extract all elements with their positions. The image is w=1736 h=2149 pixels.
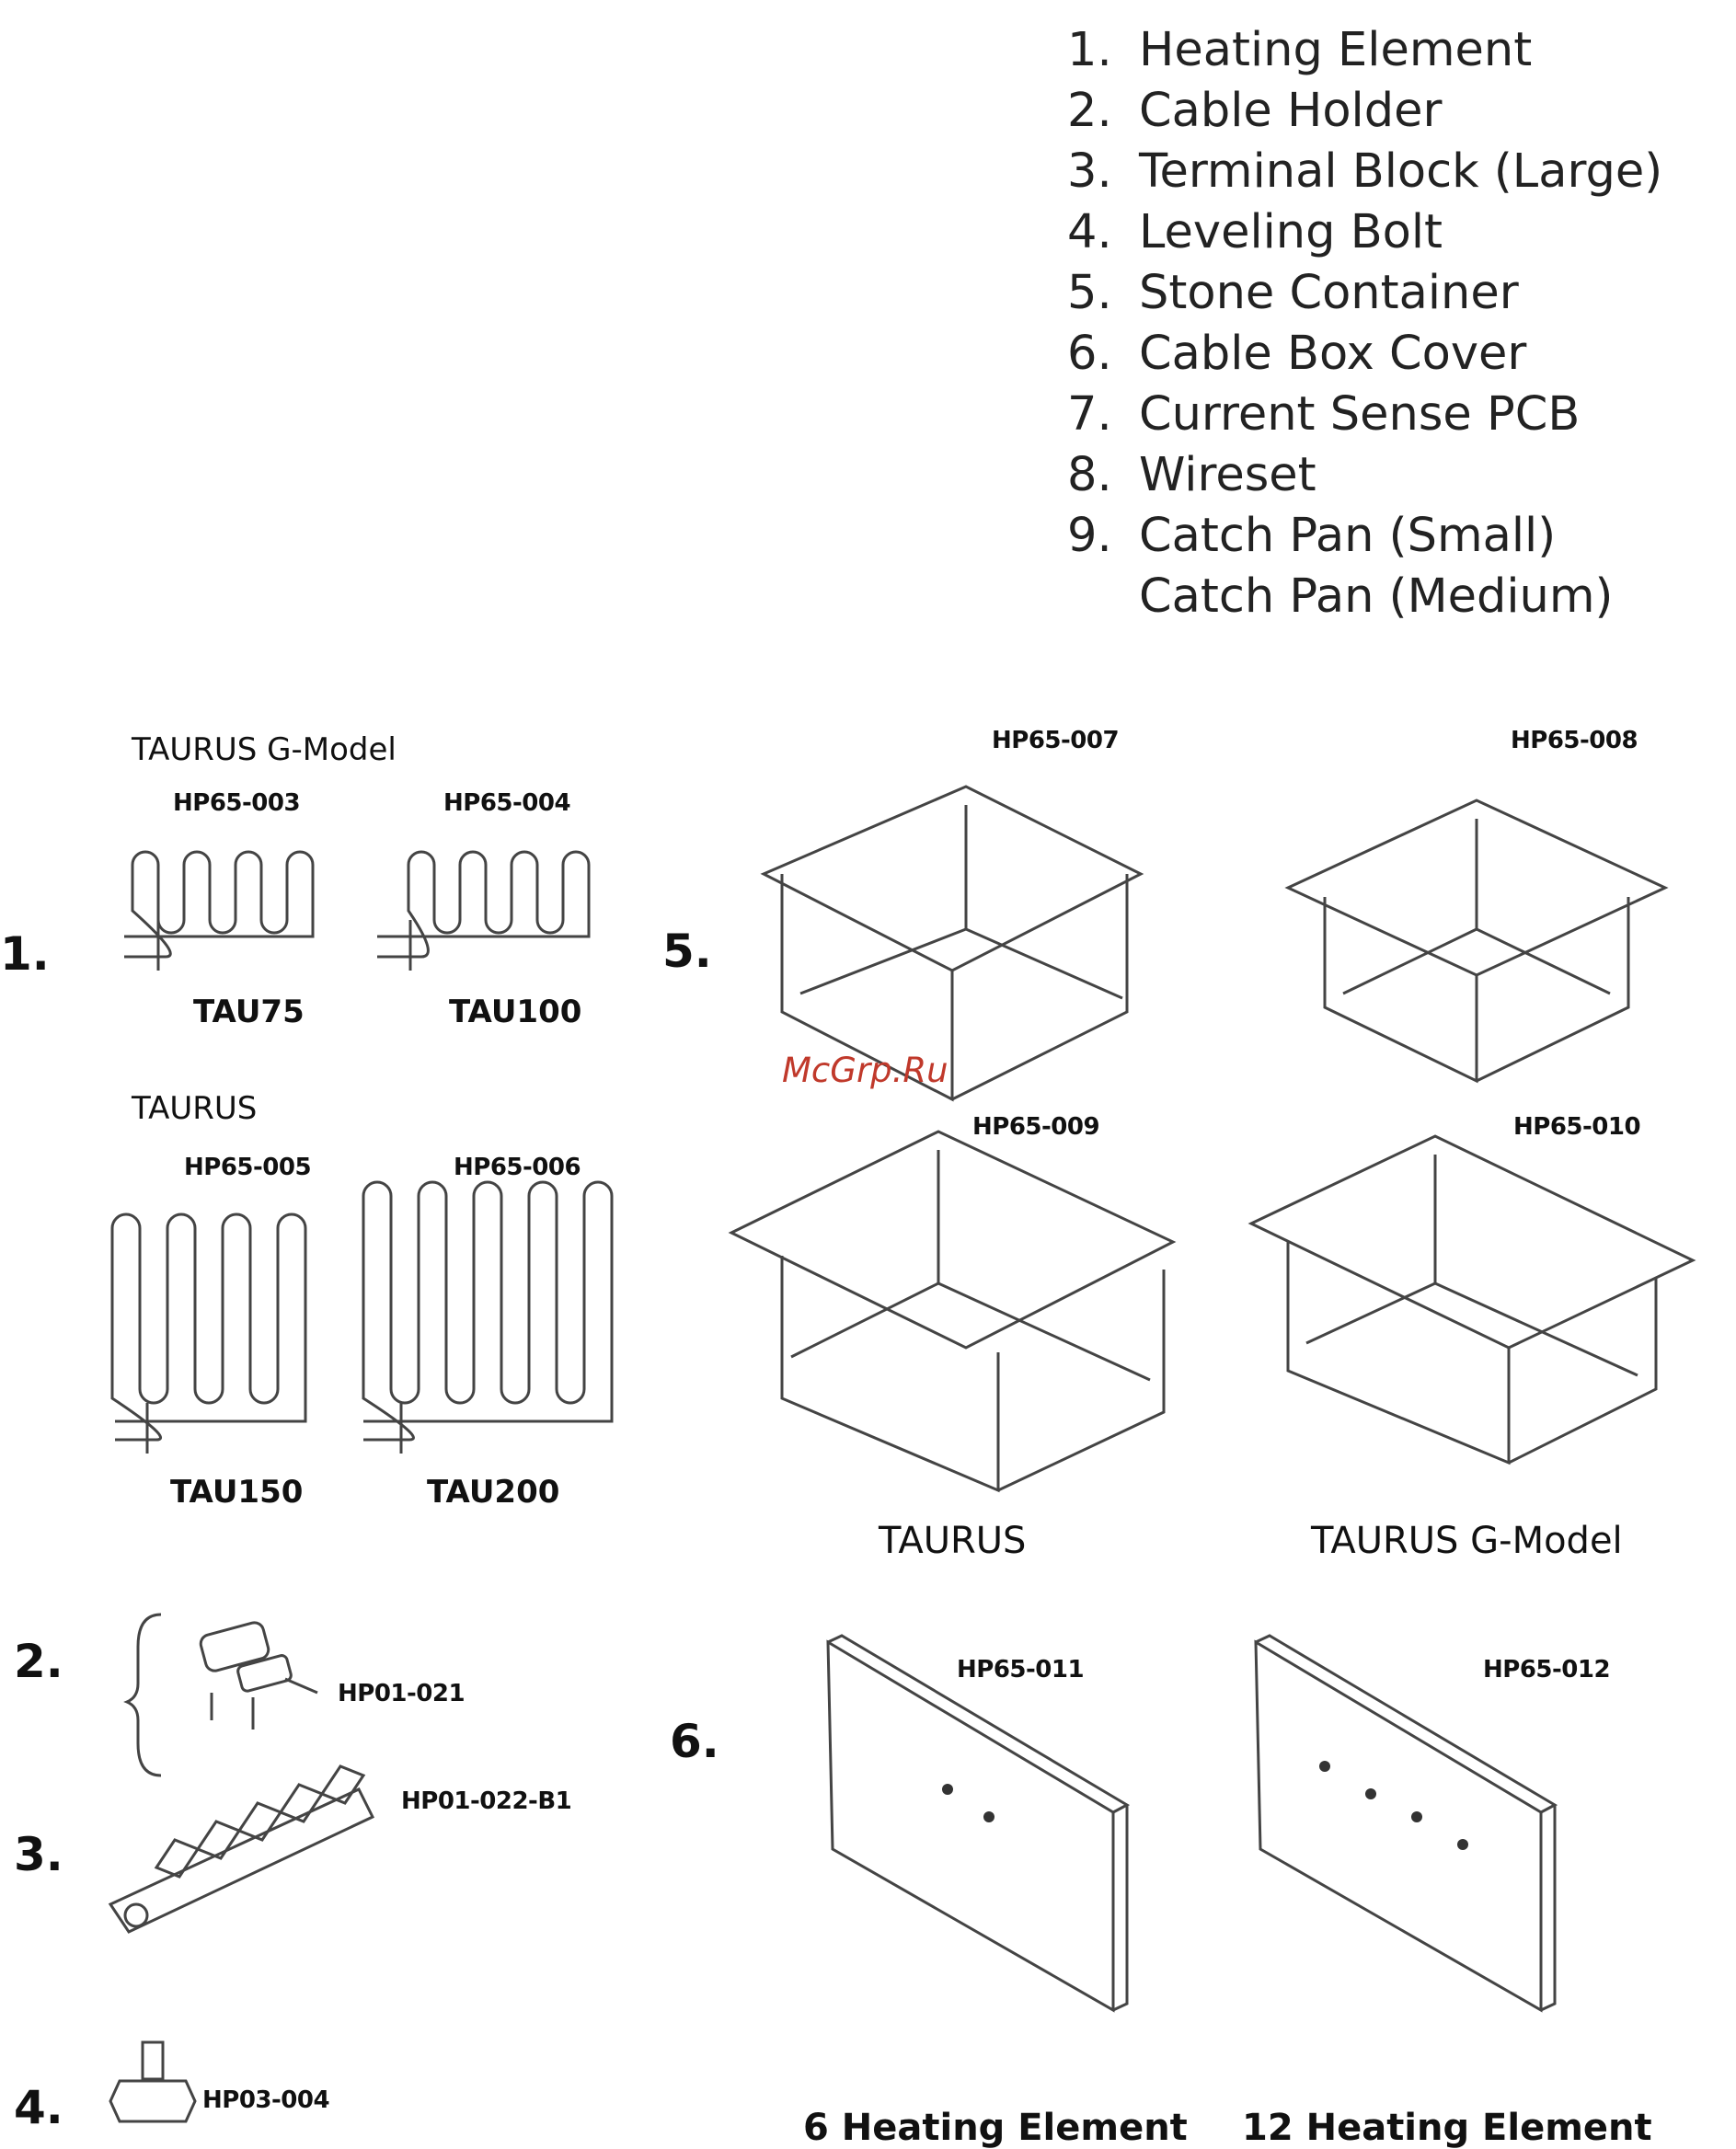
section-number-1: 1. <box>0 927 50 981</box>
heating-element-tau100 <box>377 850 591 971</box>
part-number-hp65-004: HP65-004 <box>443 789 571 817</box>
part-number-hp65-005: HP65-005 <box>184 1154 312 1181</box>
part-number-hp65-012: HP65-012 <box>1483 1656 1611 1684</box>
terminal-block-drawing <box>108 1764 375 1934</box>
model-label-tau75: TAU75 <box>193 994 305 1030</box>
legend-item: 8.Wireset <box>1067 448 1316 502</box>
section-number-4: 4. <box>14 2081 63 2134</box>
watermark-text: McGrp.Ru <box>782 1051 948 1090</box>
cable-box-cover-hp65-012 <box>1254 1634 1558 2013</box>
legend-item: 1.Heating Element <box>1067 23 1533 77</box>
model-label-tau200: TAU200 <box>427 1474 560 1511</box>
group-label-taurus: TAURUS <box>132 1090 258 1127</box>
part-number-hp65-007: HP65-007 <box>992 727 1120 754</box>
group-label-g-model: TAURUS G-Model <box>132 731 397 768</box>
stone-container-hp65-007 <box>760 785 1144 1102</box>
part-number-hp03-004: HP03-004 <box>202 2086 330 2114</box>
section-number-3: 3. <box>14 1828 63 1881</box>
legend-item: 3.Terminal Block (Large) <box>1067 144 1663 199</box>
part-number-hp65-003: HP65-003 <box>173 789 301 817</box>
model-label-tau100: TAU100 <box>449 994 582 1030</box>
section-number-6: 6. <box>670 1715 719 1768</box>
legend-item: 7.Current Sense PCB <box>1067 387 1581 442</box>
cable-holder-drawing <box>123 1613 318 1777</box>
legend-item: 6.Cable Box Cover <box>1067 327 1527 381</box>
stone-container-hp65-009 <box>728 1130 1177 1493</box>
legend-item: 5.Stone Container <box>1067 266 1519 320</box>
legend-item: 2.Cable Holder <box>1067 84 1443 138</box>
cable-box-cover-hp65-011 <box>826 1634 1131 2013</box>
heating-element-tau75 <box>124 850 315 971</box>
caption-taurus: TAURUS <box>879 1520 1027 1562</box>
part-number-hp65-010: HP65-010 <box>1513 1113 1641 1141</box>
legend-item: 4.Leveling Bolt <box>1067 205 1443 259</box>
leveling-bolt-drawing <box>109 2040 197 2123</box>
part-number-hp65-006: HP65-006 <box>454 1154 581 1181</box>
caption-taurus-g-model: TAURUS G-Model <box>1311 1520 1623 1562</box>
part-number-hp65-009: HP65-009 <box>972 1113 1100 1141</box>
heating-element-tau200 <box>362 1180 614 1454</box>
stone-container-hp65-010 <box>1247 1134 1696 1465</box>
parts-legend: 1.Heating Element 2.Cable Holder 3.Termi… <box>1067 20 1711 627</box>
legend-item: 9.Catch Pan (Small) <box>1067 509 1557 563</box>
part-number-hp01-021: HP01-021 <box>338 1680 466 1707</box>
part-number-hp65-008: HP65-008 <box>1511 727 1638 754</box>
section-number-5: 5. <box>662 925 712 978</box>
part-number-hp65-011: HP65-011 <box>957 1656 1085 1684</box>
caption-6-heating-element: 6 Heating Element <box>803 2107 1188 2149</box>
legend-continuation: Catch Pan (Medium) <box>1139 569 1614 624</box>
model-label-tau150: TAU150 <box>170 1474 304 1511</box>
heating-element-tau150 <box>110 1212 307 1454</box>
stone-container-hp65-008 <box>1284 799 1669 1084</box>
part-number-hp01-022-b1: HP01-022-B1 <box>401 1787 572 1815</box>
section-number-2: 2. <box>14 1635 63 1688</box>
caption-12-heating-element: 12 Heating Element <box>1242 2107 1652 2149</box>
